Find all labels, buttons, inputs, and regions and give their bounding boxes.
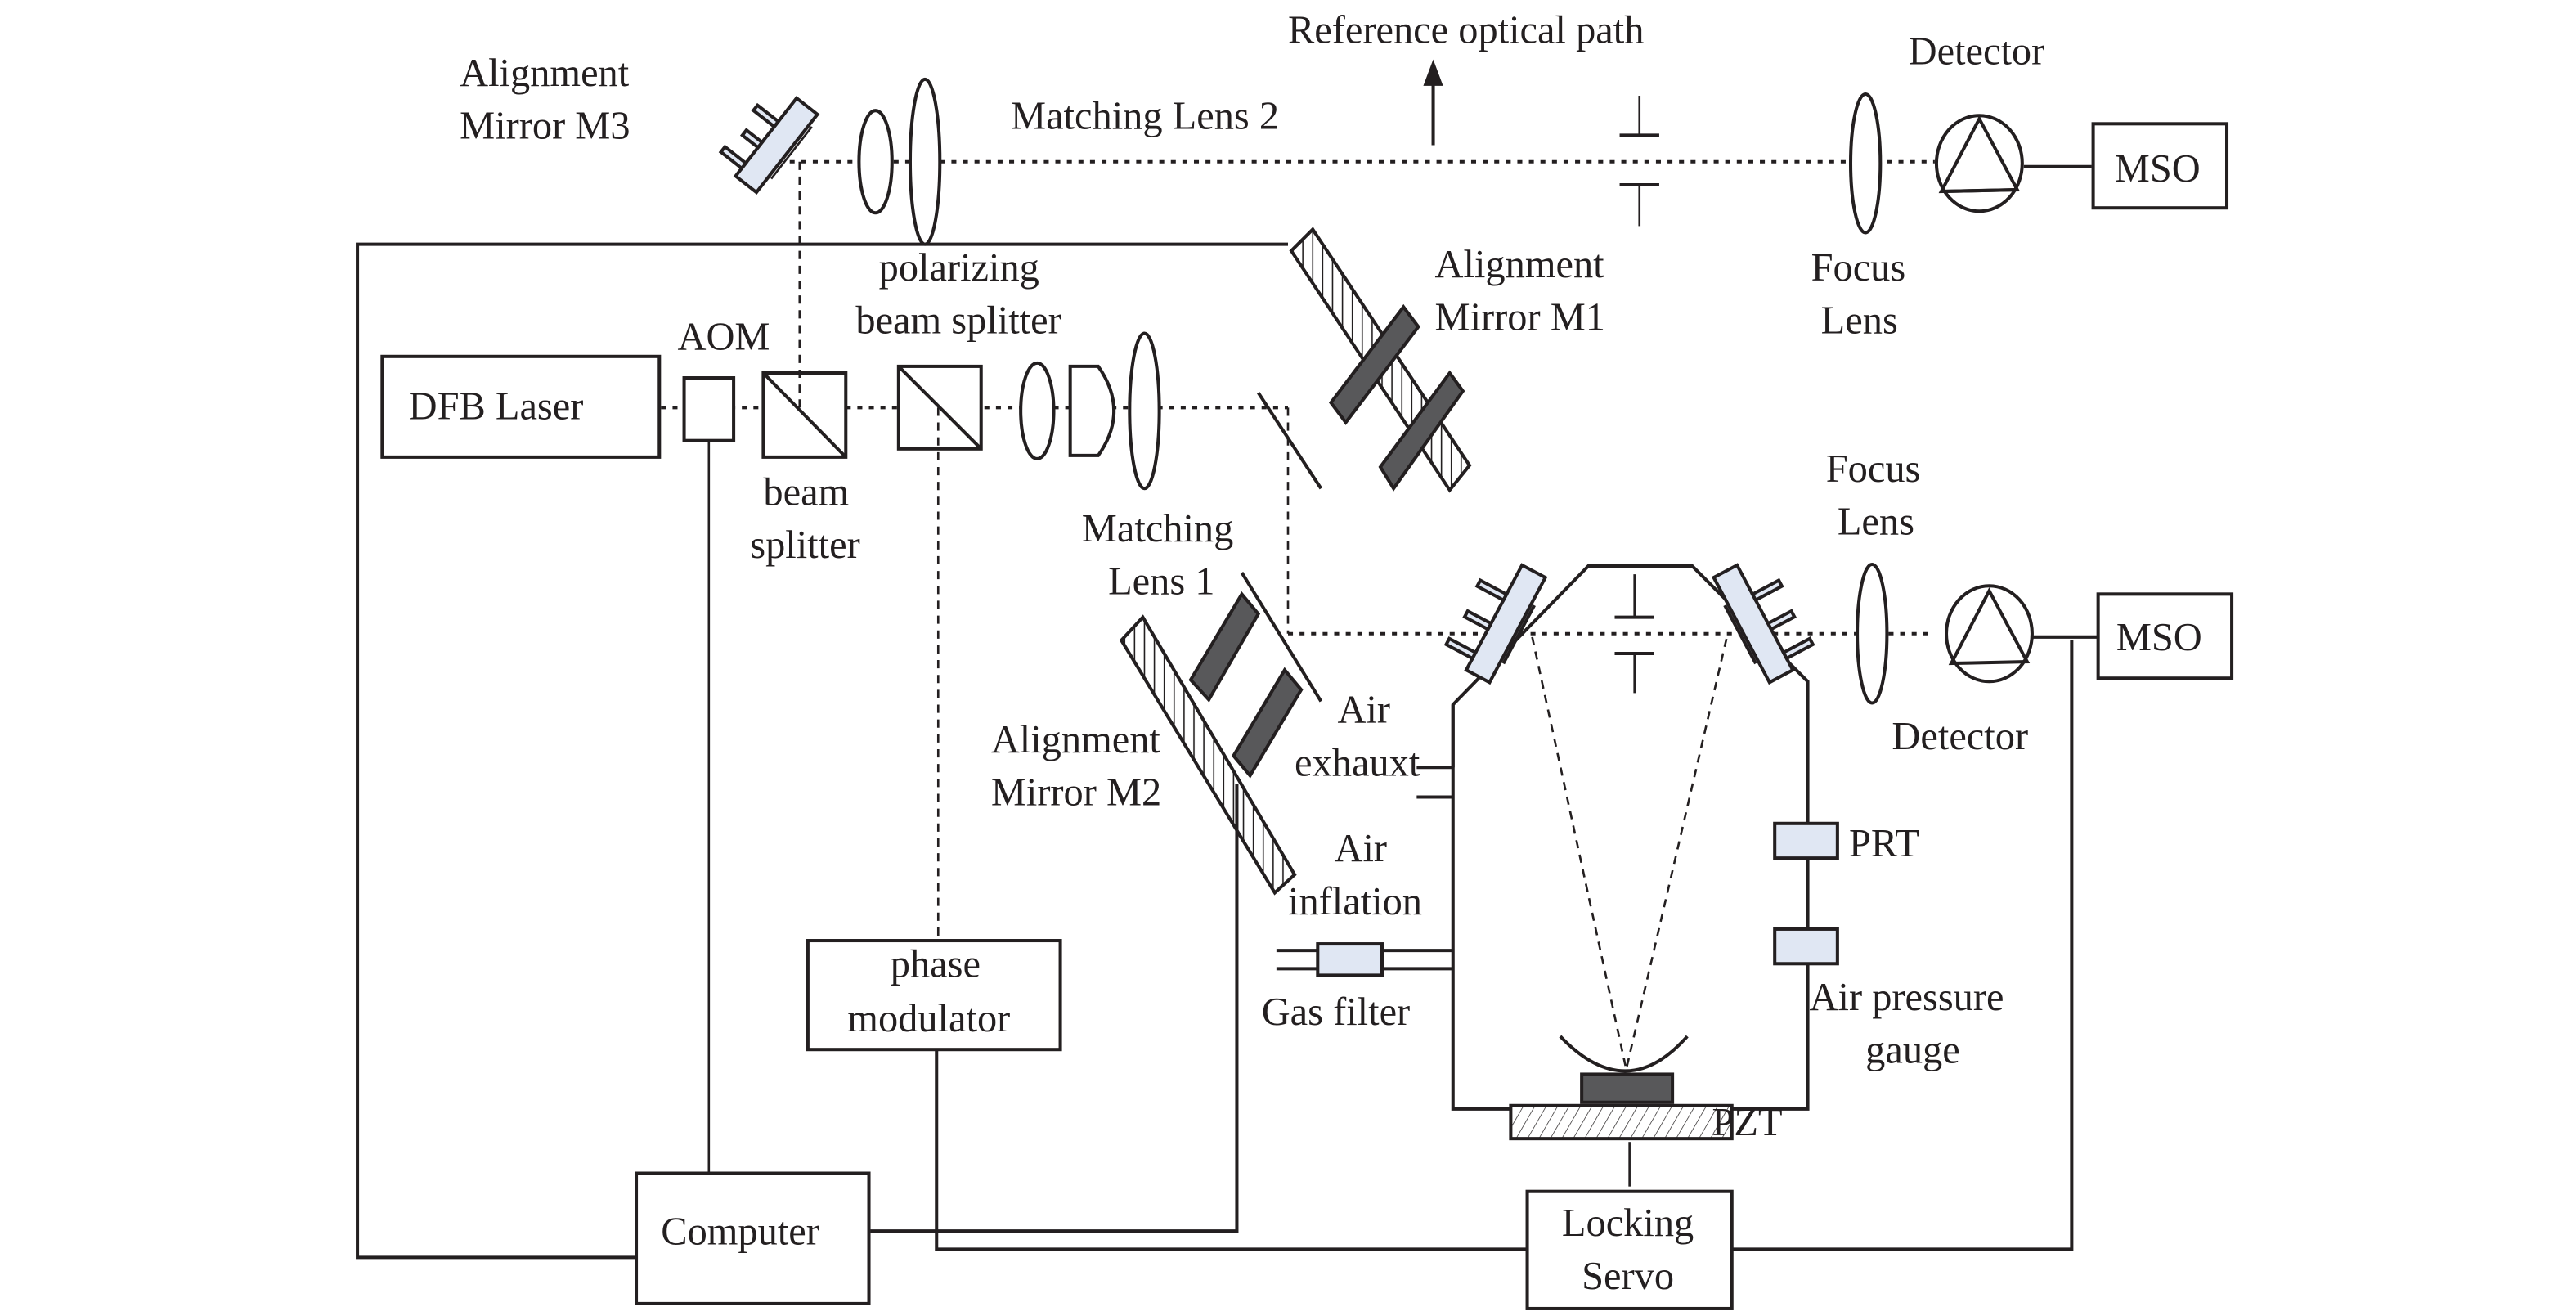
cavity-base [1509,1103,1734,1141]
label-focus-lens-top-l1: Focus [1811,246,1906,290]
label-alignment-mirror-m2-l1: Alignment [991,718,1161,761]
label-alignment-mirror-m3-l2: Mirror M3 [460,104,630,147]
label-focus-lens-bottom-l2: Lens [1838,501,1914,544]
label-matching-lens-1-l2: Lens 1 [1108,559,1214,603]
wire-computer-to-m1 [356,242,1288,1260]
wire-detector-to-servo [1731,640,2074,1251]
concave-mirror [1559,1035,1689,1073]
matching-lens-2-large [908,77,942,246]
focus-lens-bottom [1856,563,1889,705]
label-reference-optical-path: Reference optical path [1288,8,1644,52]
matching-lens-1-b [1068,364,1116,457]
prt-box [1773,821,1839,860]
alignment-mirror-m2 [1119,572,1323,896]
reference-path-arrow [1423,59,1443,146]
aperture-top [1619,96,1659,227]
label-locking-servo-l2: Servo [1582,1255,1674,1298]
matching-lens-1-a [1019,361,1056,460]
air-pressure-gauge-box [1773,927,1839,966]
label-beam-splitter-l1: beam [763,470,849,514]
aom-box [682,376,736,442]
label-phase-modulator-l1: phase [891,942,981,986]
beam-splitter [761,371,848,459]
label-dfb-laser: DFB Laser [409,384,584,428]
cavity-input-mirror [1443,563,1548,685]
label-alignment-mirror-m3-l1: Alignment [460,52,630,95]
gas-filter-box [1316,942,1384,977]
label-phase-modulator-l2: modulator [847,997,1010,1040]
matching-lens-2-small [857,109,894,215]
dfb-laser-box [380,354,662,459]
label-focus-lens-top-l2: Lens [1821,299,1898,343]
label-matching-lens-2: Matching Lens 2 [1011,94,1279,137]
label-focus-lens-bottom-l1: Focus [1826,447,1921,491]
label-prt: PRT [1849,822,1919,865]
label-gas-filter: Gas filter [1262,990,1410,1034]
label-air-exhaust-l1: Air [1338,689,1391,732]
cavity-folded-beam [1531,636,1728,1070]
label-pzt: PZT [1712,1101,1783,1144]
computer-box [635,1171,871,1305]
wire-m2-to-computer [870,784,1239,1233]
label-mso-top: MSO [2115,147,2201,191]
label-beam-splitter-l2: splitter [750,523,859,567]
focus-lens-top [1848,92,1883,235]
label-air-inflation-l1: Air [1334,827,1387,870]
label-computer: Computer [661,1210,819,1253]
locking-servo-box [1525,1189,1734,1310]
label-air-inflation-l2: inflation [1288,880,1422,923]
matching-lens-1-c [1128,331,1161,491]
cavity-output-mirror [1711,563,1815,685]
alignment-mirror-m3 [718,96,820,195]
label-alignment-mirror-m2-l2: Mirror M2 [991,771,1161,815]
label-alignment-mirror-m1-l1: Alignment [1435,243,1605,286]
mso-bottom-box [2096,592,2234,680]
label-aom: AOM [677,316,770,359]
label-air-exhaust-l2: exhauxt [1295,741,1420,784]
mso-top-box [2091,122,2229,210]
pzt-block [1580,1072,1675,1104]
label-air-pressure-gauge-l1: Air pressure [1810,976,2004,1019]
label-matching-lens-1-l1: Matching [1082,507,1234,550]
label-locking-servo-l1: Locking [1562,1201,1694,1245]
label-detector-top: Detector [1909,30,2045,74]
polarizing-beam-splitter [896,364,983,451]
alignment-mirror-m1 [1256,227,1472,493]
label-polarizing-bs-l1: polarizing [879,246,1039,290]
label-alignment-mirror-m1-l2: Mirror M1 [1435,296,1605,339]
label-air-pressure-gauge-l2: gauge [1865,1028,1960,1071]
label-mso-bottom: MSO [2116,616,2202,659]
detector-top [1934,114,2092,213]
label-detector-bottom: Detector [1892,715,2028,758]
detector-bottom [1945,584,2098,684]
phase-modulator-box [806,939,1062,1052]
aperture-cavity [1614,574,1654,694]
wire-phase-modulator-to-servo [935,1049,1528,1251]
label-polarizing-bs-l2: beam splitter [855,299,1061,343]
